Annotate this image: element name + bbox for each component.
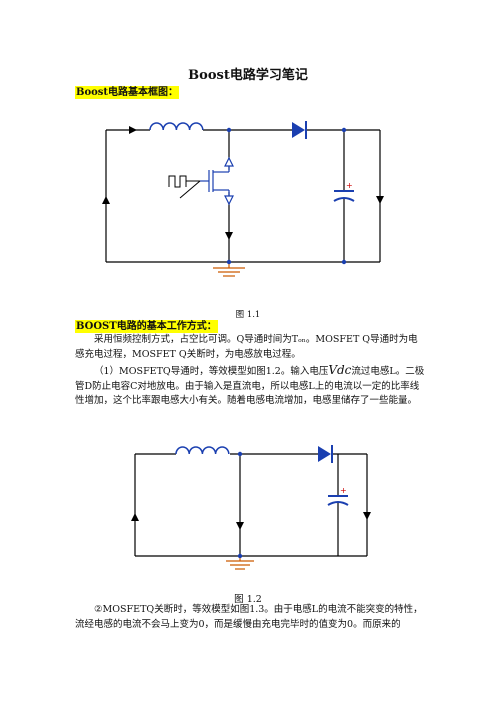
- current-arrow-icons: [102, 126, 384, 240]
- junction-dots: [226, 127, 347, 265]
- diode-icon: [292, 121, 307, 139]
- page-title: Boost电路学习笔记: [188, 68, 308, 83]
- paragraph-mosfet-on: （1）MOSFETQ导通时，等效模型如图1.2。输入电压Vdc流过电感L。二极管…: [75, 363, 425, 409]
- ground-2-icon: [226, 560, 254, 570]
- inductor-2-icon: [175, 446, 230, 455]
- vdc-symbol: Vdc: [328, 363, 352, 377]
- mosfet-icon: [200, 156, 234, 206]
- capacitor-icon: +: [333, 181, 355, 202]
- junction-dots-2: [237, 451, 243, 559]
- inductor-icon: [149, 122, 204, 131]
- svg-text:+: +: [346, 181, 353, 190]
- capacitor-2-icon: +: [327, 486, 349, 506]
- diode-2-icon: [318, 445, 333, 463]
- svg-text:+: +: [340, 486, 347, 495]
- ground-icon: [213, 267, 245, 277]
- pwm-signal-icon: [168, 175, 201, 199]
- boost-circuit-diagram-2: [134, 453, 368, 561]
- paragraph-mosfet-on-part1: （1）MOSFETQ导通时，等效模型如图1.2。输入电压: [94, 366, 329, 377]
- paragraph-mosfet-off: ②MOSFETQ关断时，等效模型如图1.3。由于电感L的电流不能突变的特性，流经…: [75, 604, 423, 630]
- current-arrow-2-icons: [131, 512, 371, 530]
- section-heading-operation: BOOST电路的基本工作方式：: [75, 320, 218, 333]
- paragraph-constant-frequency: 采用恒频控制方式，占空比可调。Q导通时间为Tₒₙ。MOSFET Q导通时为电感充…: [75, 334, 418, 360]
- section-heading-block-diagram: Boost电路基本框图：: [75, 86, 180, 99]
- paragraph-mosfet-on-part2: 流过电感L。二极管D防止电容C对地放电。由于输入是直流电，所以电感L上的电流以一…: [75, 366, 425, 406]
- figure-2-caption: 图 1.2: [234, 594, 262, 605]
- figure-1-caption: 图 1.1: [235, 310, 261, 320]
